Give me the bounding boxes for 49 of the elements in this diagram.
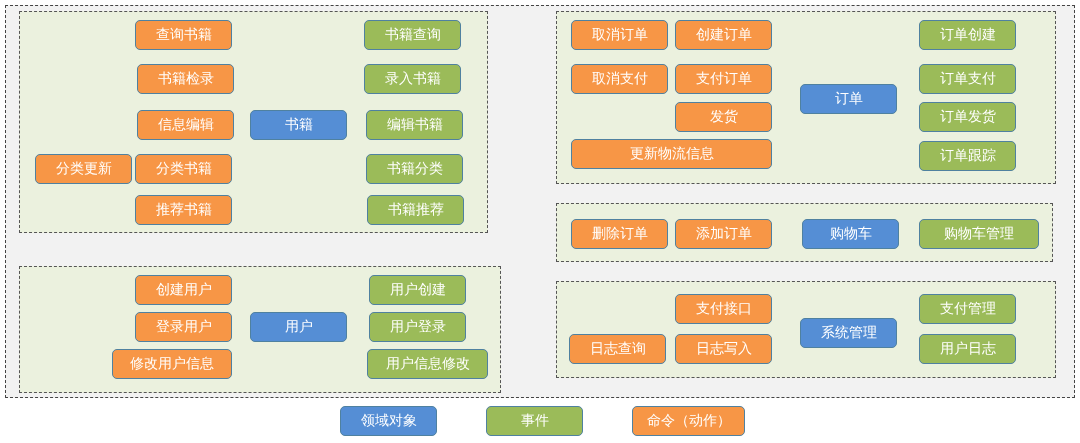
event-box: 书籍推荐: [367, 195, 464, 225]
command-box: 支付接口: [675, 294, 772, 324]
event-box: 订单支付: [919, 64, 1016, 94]
event-box: 用户登录: [369, 312, 466, 342]
command-box: 更新物流信息: [571, 139, 772, 169]
event-box: 用户日志: [919, 334, 1016, 364]
context-boundary: [556, 11, 1056, 184]
command-box: 添加订单: [675, 219, 772, 249]
command-box: 日志查询: [569, 334, 666, 364]
command-box: 删除订单: [571, 219, 668, 249]
command-box: 推荐书籍: [135, 195, 232, 225]
command-box: 分类书籍: [135, 154, 232, 184]
event-box: 用户信息修改: [367, 349, 488, 379]
context-boundary: [556, 203, 1053, 262]
command-box: 支付订单: [675, 64, 772, 94]
context-boundary: [19, 11, 488, 233]
command-box: 分类更新: [35, 154, 132, 184]
legend-item: 事件: [486, 406, 583, 436]
context-boundary: [556, 281, 1056, 378]
event-box: 购物车管理: [919, 219, 1039, 249]
domain-object-box: 系统管理: [800, 318, 897, 348]
command-box: 书籍检录: [137, 64, 234, 94]
event-box: 订单创建: [919, 20, 1016, 50]
system-boundary: [5, 5, 1075, 398]
command-box: 取消支付: [571, 64, 668, 94]
command-box: 查询书籍: [135, 20, 232, 50]
command-box: 日志写入: [675, 334, 772, 364]
domain-object-box: 订单: [800, 84, 897, 114]
event-box: 编辑书籍: [366, 110, 463, 140]
command-box: 信息编辑: [137, 110, 234, 140]
domain-object-box: 书籍: [250, 110, 347, 140]
command-box: 创建订单: [675, 20, 772, 50]
command-box: 登录用户: [135, 312, 232, 342]
command-box: 取消订单: [571, 20, 668, 50]
legend-item: 领域对象: [340, 406, 437, 436]
command-box: 创建用户: [135, 275, 232, 305]
event-box: 录入书籍: [364, 64, 461, 94]
event-box: 支付管理: [919, 294, 1016, 324]
context-boundary: [19, 266, 501, 393]
event-box: 订单跟踪: [919, 141, 1016, 171]
legend-item: 命令（动作）: [632, 406, 745, 436]
command-box: 发货: [675, 102, 772, 132]
command-box: 修改用户信息: [112, 349, 232, 379]
event-box: 用户创建: [369, 275, 466, 305]
domain-object-box: 购物车: [802, 219, 899, 249]
event-box: 书籍分类: [366, 154, 463, 184]
event-box: 订单发货: [919, 102, 1016, 132]
event-box: 书籍查询: [364, 20, 461, 50]
domain-object-box: 用户: [250, 312, 347, 342]
